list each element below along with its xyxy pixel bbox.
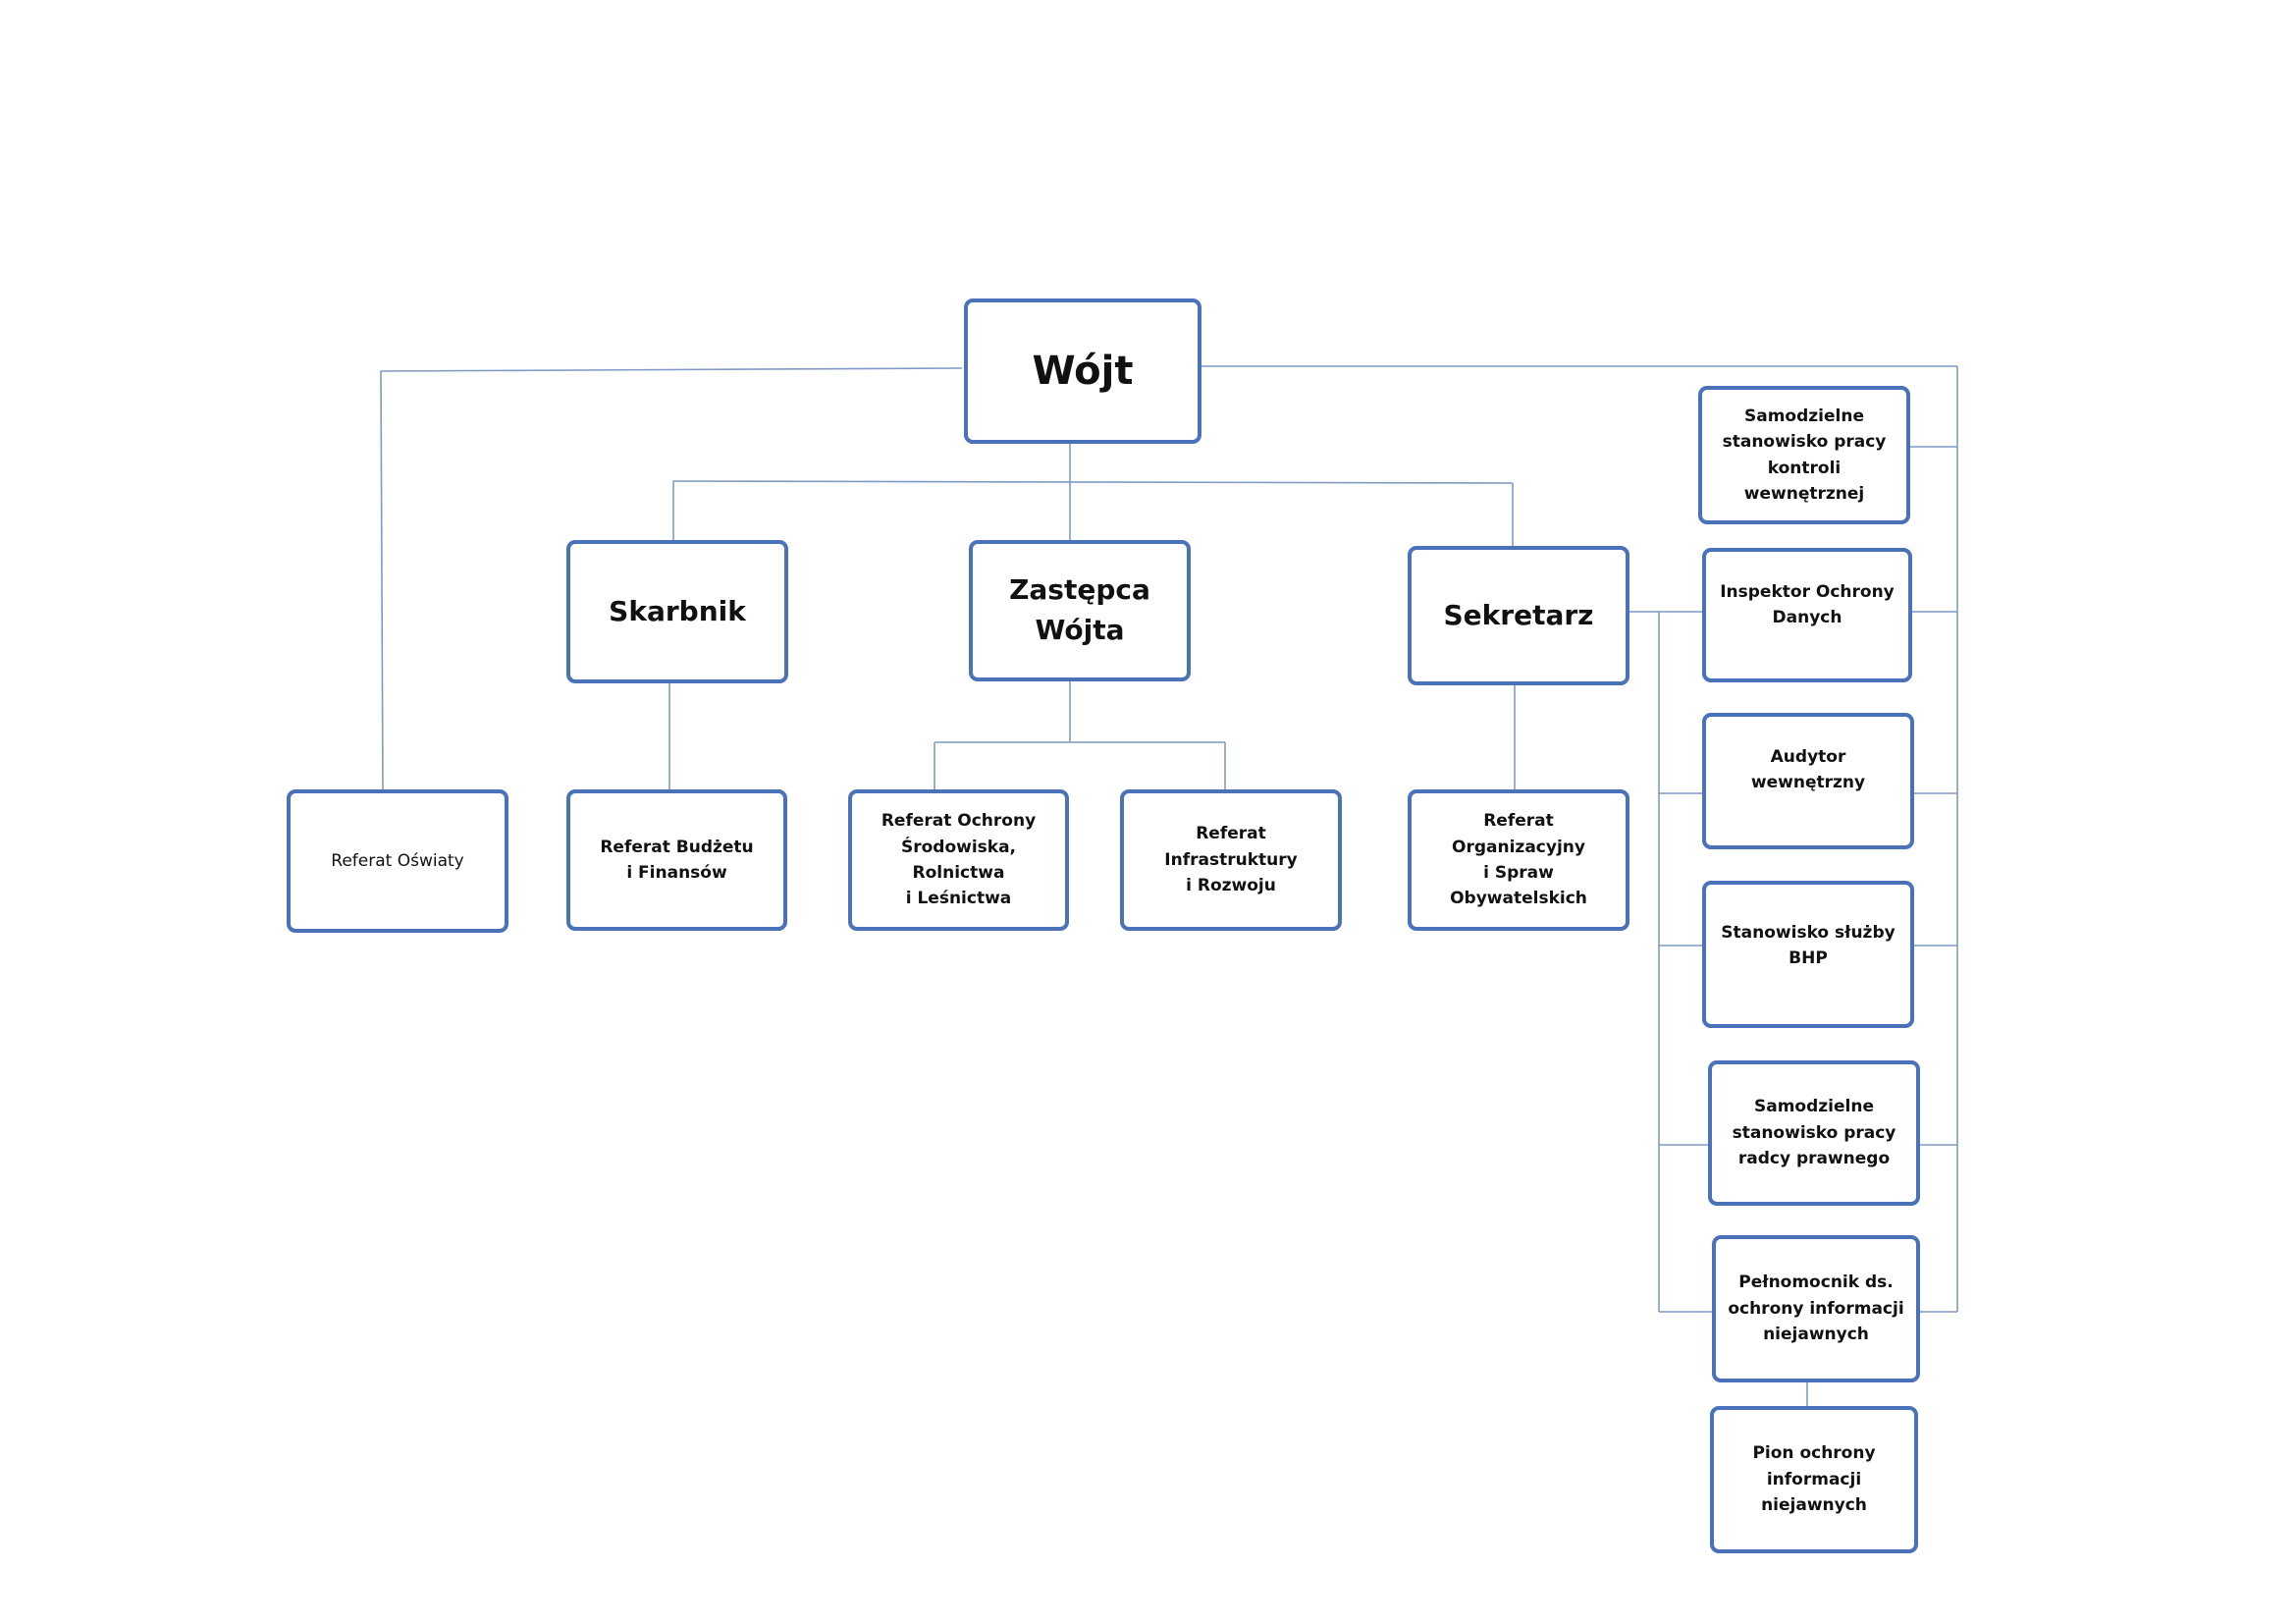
node-skarbnik: Skarbnik [566,540,788,683]
connector [380,367,963,372]
node-wojt: Wójt [964,298,1201,444]
node-referat-infrastruktury: Referat Infrastruktury i Rozwoju [1120,789,1342,931]
node-bhp: Stanowisko służby BHP [1702,881,1914,1028]
node-referat-ochrony-srodowiska: Referat Ochrony Środowiska, Rolnictwa i … [848,789,1069,931]
node-audytor-wewnetrzny: Audytor wewnętrzny [1702,713,1914,849]
node-referat-budzetu: Referat Budżetu i Finansów [566,789,787,931]
node-referat-organizacyjny: Referat Organizacyjny i Spraw Obywatelsk… [1408,789,1629,931]
node-pelnomocnik: Pełnomocnik ds. ochrony informacji nieja… [1712,1235,1920,1382]
node-kontrola-wewnetrzna: Samodzielne stanowisko pracy kontroli we… [1698,386,1910,524]
node-inspektor-ochrony-danych: Inspektor Ochrony Danych [1702,548,1912,682]
connector [672,480,1514,484]
node-referat-oswiaty: Referat Oświaty [287,789,508,933]
node-pion-ochrony: Pion ochrony informacji niejawnych [1710,1406,1918,1553]
node-zastepca-wojta: Zastępca Wójta [969,540,1191,681]
connector [380,370,384,792]
node-radca-prawny: Samodzielne stanowisko pracy radcy prawn… [1708,1060,1920,1206]
node-sekretarz: Sekretarz [1408,546,1629,685]
